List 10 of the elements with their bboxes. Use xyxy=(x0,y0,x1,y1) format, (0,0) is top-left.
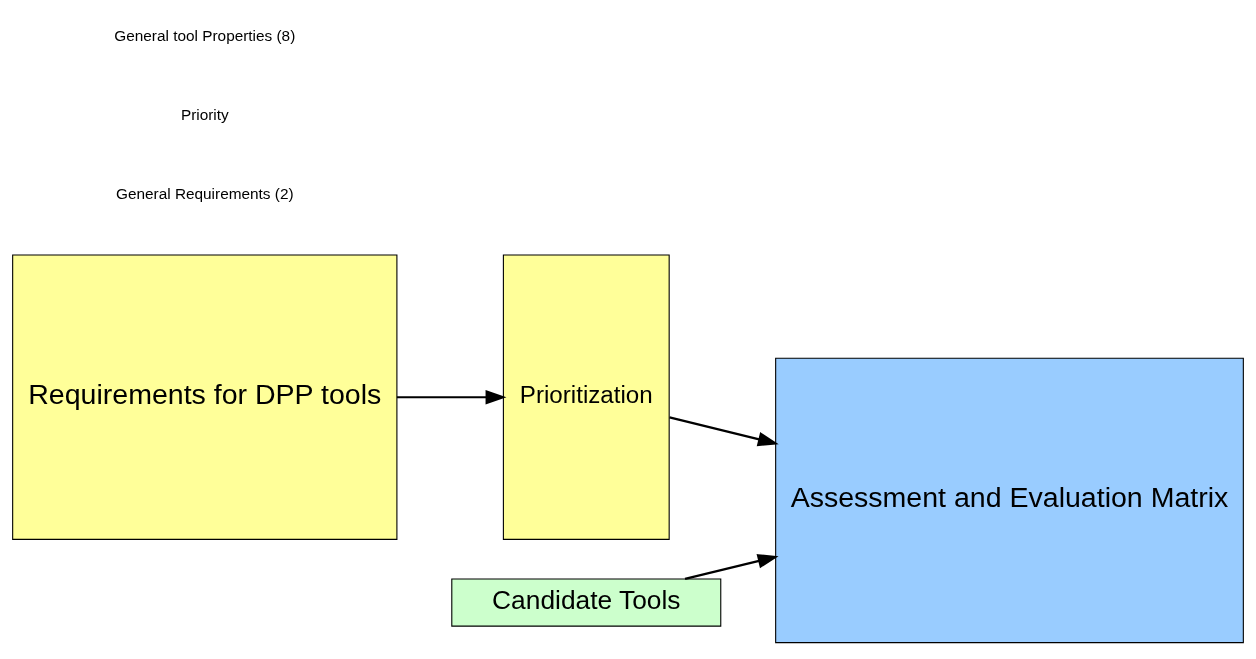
node-box: Assessment and Evaluation Matrix xyxy=(775,357,1244,643)
label: Priority xyxy=(180,105,229,123)
label: General Requirements (2) xyxy=(116,184,294,202)
node-box: Prioritization xyxy=(502,254,670,540)
arrow xyxy=(669,415,779,446)
node-box: Requirements for DPP tools xyxy=(12,254,398,540)
node-box: Candidate Tools xyxy=(451,577,722,627)
arrow xyxy=(396,389,507,405)
label: General tool Properties (8) xyxy=(114,26,296,44)
arrow xyxy=(684,553,779,580)
